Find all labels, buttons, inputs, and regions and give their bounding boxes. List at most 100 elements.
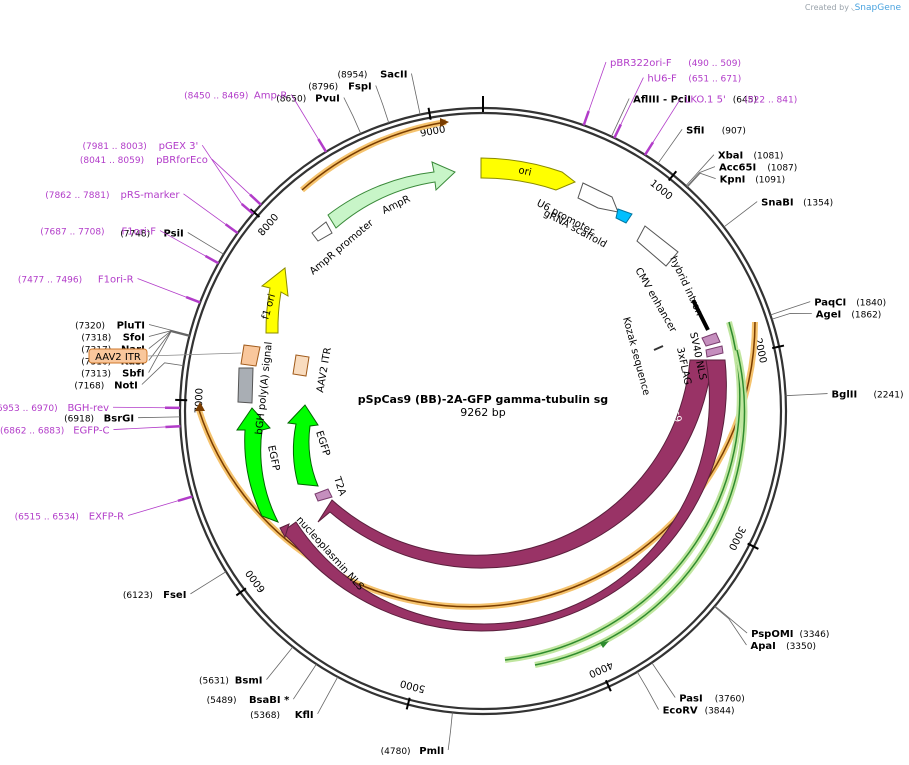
primer-leader-line [183,193,226,225]
site-label[interactable]: SacII(8954) [338,70,408,81]
primer-label[interactable]: pRS-marker(7862 .. 7881) [45,190,180,201]
site-label[interactable]: BsrGI(6918) [64,414,134,425]
site-label[interactable]: SfiI(907) [686,125,746,136]
primer-range: (6515 .. 6534) [15,512,79,522]
primer-leader-line [652,98,682,143]
site-label[interactable]: KpnI(1091) [720,175,786,186]
site-leader-line [723,201,758,228]
site-label[interactable]: BglII(2241) [832,390,904,401]
feature-cas9-outer[interactable] [281,359,727,632]
primer-label-group: pBR322ori-F(490 .. 509) hU6-F(651 .. 671)… [0,58,797,522]
site-label[interactable]: NotI(7168) [74,381,138,392]
site-name: AgeI [816,310,841,321]
feature-u6-promoter[interactable] [577,182,619,213]
site-leader-line [785,393,828,397]
primer-label[interactable]: F1ori-F(7687 .. 7708) [40,227,156,238]
feature-grna-scaffold[interactable] [615,208,633,224]
site-label[interactable]: PsiI(7748) [120,229,184,240]
feature-aav2-itr-left[interactable] [240,344,261,367]
site-leader-line [138,416,181,419]
primer-name: pBR322ori-F [610,58,672,69]
site-label[interactable]: FseI(6123) [123,590,187,601]
feature-cmv-enhancer[interactable] [636,225,679,267]
primer-range: (6953 .. 6970) [0,404,58,414]
feature-ampr[interactable] [327,161,456,229]
site-pos: (2241) [874,391,904,401]
feature-cas9-inner[interactable] [317,359,713,569]
site-label[interactable]: SfoI(7318) [81,333,145,344]
primer-label[interactable]: Amp-R (8450 .. 8469) [184,90,287,101]
primer-range: (7477 .. 7496) [18,275,82,285]
site-label[interactable]: PmlI(4780) [381,746,445,757]
site-label[interactable]: BsaBI *(5489) [207,695,290,706]
primer-label[interactable]: hU6-F(651 .. 671) [647,74,741,85]
site-label[interactable]: PluTI(7320) [75,321,145,332]
site-name: FseI [163,590,186,601]
primer-name: Amp-R [254,90,288,101]
label-cmv-enhancer: CMV enhancer [632,266,678,335]
cas9-orf-line [198,321,756,608]
site-name: SnaBI [761,198,793,209]
site-leader-line [343,97,362,134]
site-leader-line [447,712,453,751]
primer-label[interactable]: pBR322ori-F(490 .. 509) [610,58,741,69]
primer-mark [240,202,254,215]
tick-mark [249,208,261,218]
site-label[interactable]: XbaI(1081) [718,151,784,162]
feature-f1-ori[interactable] [260,267,289,334]
primer-label[interactable]: pGEX 3'(7981 .. 8003) [83,141,199,152]
site-label[interactable]: AgeI(1862) [816,310,882,321]
site-label[interactable]: PvuI(8650) [276,94,340,105]
site-pos: (3346) [799,630,829,640]
primer-range: (6862 .. 6883) [0,427,64,437]
site-label[interactable]: FspI(8796) [308,82,372,93]
tick-mark [604,679,612,692]
primer-mark [204,254,220,265]
feature-egfp-inner[interactable] [286,404,319,487]
site-label[interactable]: ApaI(3350) [750,641,816,652]
primer-label[interactable]: pBRforEco(8041 .. 8059) [80,155,208,166]
primer-label[interactable]: EXFP-R(6515 .. 6534) [15,511,125,522]
site-name: PluTI [117,321,145,332]
tick-label: 5000 [399,677,426,694]
site-name: KflI [295,710,314,721]
feature-ampr-promoter[interactable] [311,221,333,242]
feature-sv40-nls[interactable] [705,345,724,358]
feature-nucleoplasmin-nls[interactable] [279,523,290,539]
site-label[interactable]: PspOMI(3346) [751,629,829,640]
tick-label: 1000 [648,178,675,203]
site-label[interactable]: Acc65I(1087) [719,163,797,174]
aav2-itr-callout[interactable]: AAV2 ITR [88,348,242,364]
site-label[interactable]: KflI(5368) [250,710,314,721]
primer-range: (8450 .. 8469) [184,91,248,101]
tick-mark [235,587,247,597]
site-label[interactable]: AflIII - PciI(645) [633,95,757,106]
site-pos: (5631) [199,677,229,687]
site-leader-line [187,232,224,255]
feature-bgh-polya[interactable] [237,367,254,404]
site-name: NotI [114,381,138,392]
primer-mark [643,141,655,156]
site-label[interactable]: PaqCI(1840) [814,298,886,309]
primer-label[interactable]: F1ori-R(7477 .. 7496) [18,274,134,285]
site-label[interactable]: SbfI(7313) [81,369,145,380]
feature-ori[interactable] [480,157,576,191]
site-leader-line [141,362,184,385]
feature-hybrid-intron[interactable] [691,299,710,331]
site-label[interactable]: EcoRV(3844) [663,706,735,717]
aav2-itr-callout-box [88,348,148,364]
site-label[interactable]: PasI(3760) [679,694,745,705]
feature-3xflag[interactable] [701,332,721,347]
primer-label[interactable]: EGFP-C(6862 .. 6883) [0,426,109,437]
feature-t2a[interactable] [314,488,333,502]
site-name: SacII [380,70,407,81]
site-name: BsaBI * [249,695,290,706]
primer-label[interactable]: BGH-rev(6953 .. 6970) [0,403,109,414]
feature-egfp-outer[interactable] [236,407,280,523]
feature-aav2-itr-right[interactable] [292,354,310,377]
primer-label[interactable]: LKO.1 5'(822 .. 841) [685,94,797,105]
site-label[interactable]: SnaBI(1354) [761,198,833,209]
site-leader-line [148,324,190,336]
site-label[interactable]: BsmI(5631) [199,676,263,687]
feature-kozak[interactable] [653,345,664,351]
